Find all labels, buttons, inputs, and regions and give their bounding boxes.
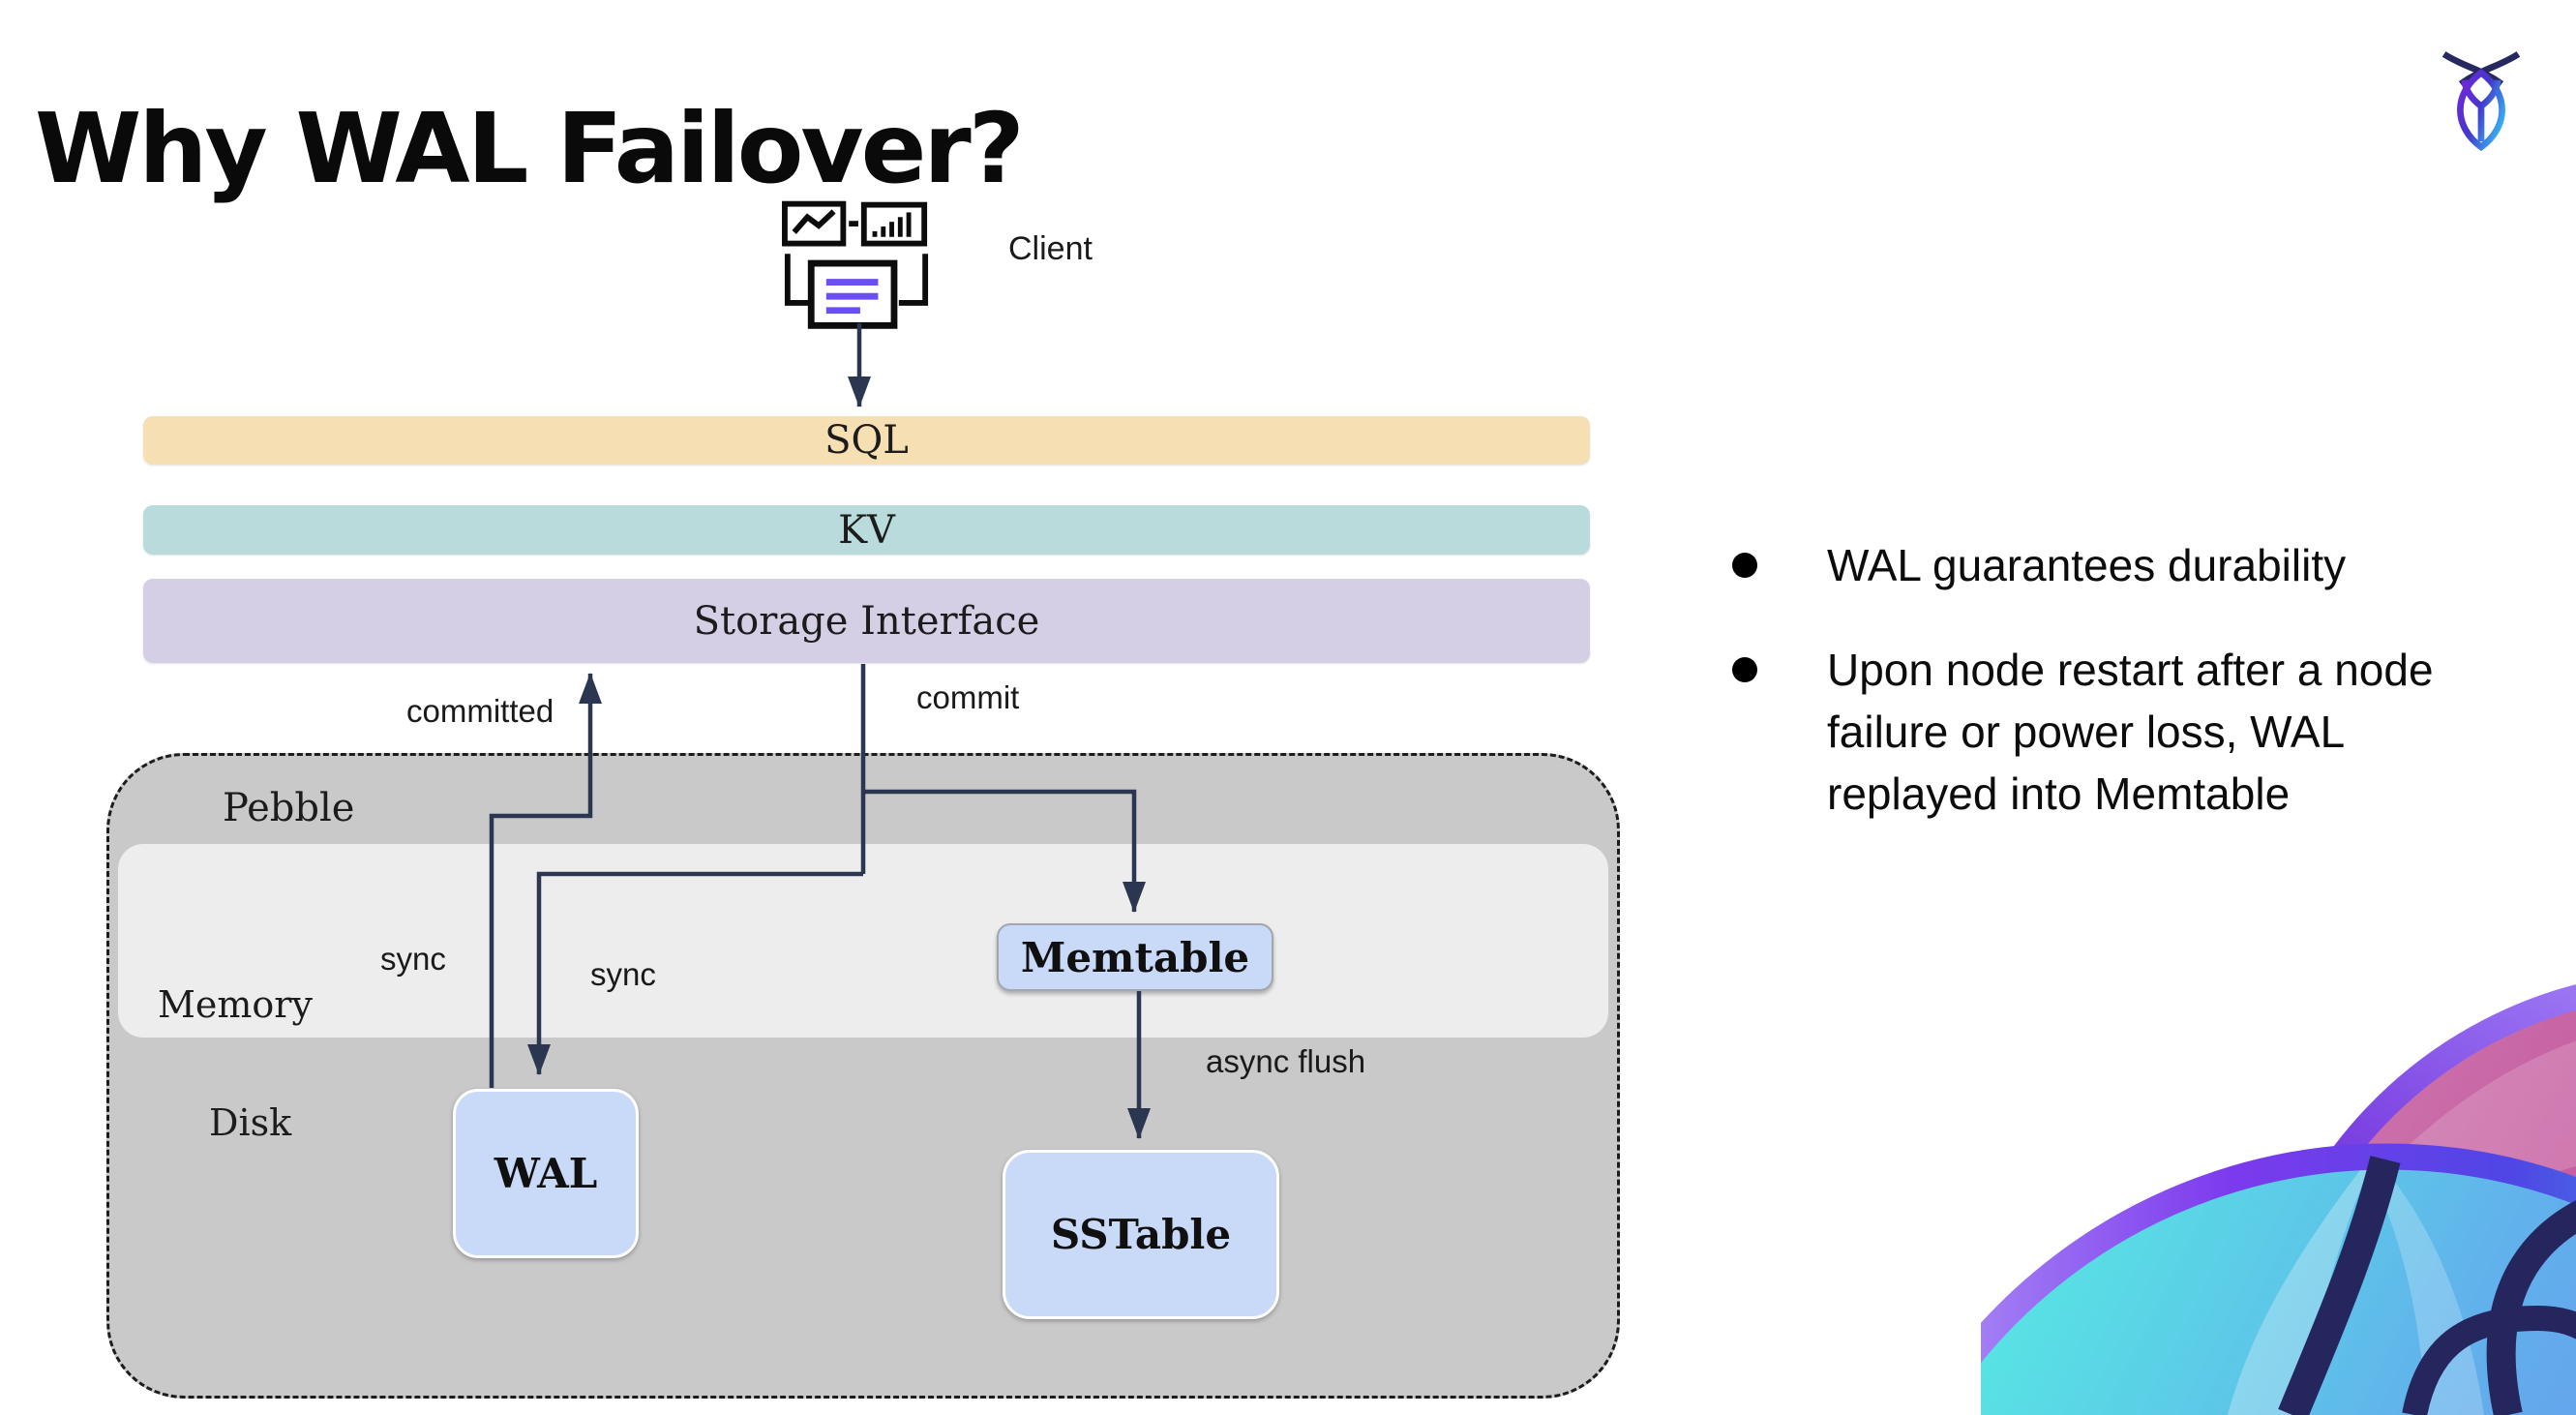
pebble-label: Pebble [223, 786, 355, 830]
bullet-dot-icon [1732, 553, 1757, 578]
bullet-list: WAL guarantees durability Upon node rest… [1732, 534, 2535, 867]
bar-chart-icon [860, 201, 928, 247]
disk-label: Disk [209, 1101, 292, 1144]
layer-kv: KV [143, 505, 1590, 555]
list-item: Upon node restart after a node failure o… [1732, 639, 2535, 825]
line-chart-icon [782, 200, 847, 247]
edge-label-committed: committed [406, 693, 554, 729]
layer-storage-interface: Storage Interface [143, 579, 1590, 663]
blue-sphere [1981, 1157, 2576, 1415]
memory-label: Memory [158, 983, 313, 1026]
node-memtable: Memtable [997, 923, 1273, 991]
edge-label-async-flush: async flush [1206, 1043, 1366, 1079]
page-title: Why WAL Failover? [35, 92, 1025, 205]
roach-outline [2278, 1156, 2576, 1415]
edge-label-commit: commit [916, 679, 1020, 715]
cockroachdb-logo-icon [2441, 51, 2521, 152]
bullet-text: WAL guarantees durability [1827, 540, 2347, 590]
client-label: Client [1008, 230, 1093, 267]
bullet-dot-icon [1732, 657, 1757, 682]
terminal-icon [784, 254, 929, 329]
edge-label-sync-left: sync [380, 941, 446, 977]
client-icon [782, 200, 929, 329]
node-sstable: SSTable [1003, 1150, 1279, 1319]
list-item: WAL guarantees durability [1732, 534, 2535, 596]
memory-zone [118, 844, 1608, 1038]
edge-label-sync-right: sync [590, 956, 656, 992]
layer-sql: SQL [143, 416, 1590, 465]
node-wal: WAL [453, 1089, 639, 1258]
brand-sphere-art [1981, 984, 2576, 1415]
bullet-text: Upon node restart after a node failure o… [1827, 645, 2434, 819]
